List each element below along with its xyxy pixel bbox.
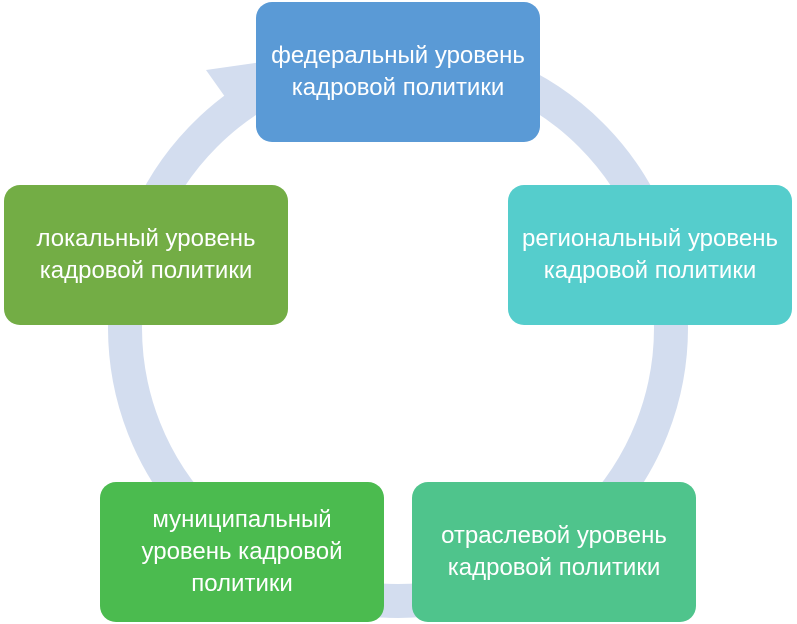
node-municipal-level: муниципальный уровень кадровой политики <box>100 482 384 622</box>
node-federal-level: федеральный уровень кадровой политики <box>256 2 540 142</box>
node-municipal-label: муниципальный уровень кадровой политики <box>141 506 343 597</box>
node-local-label: локальный уровень кадровой политики <box>36 225 256 284</box>
node-regional-level: региональный уровень кадровой политики <box>508 185 792 325</box>
node-regional-label: региональный уровень кадровой политики <box>522 225 778 284</box>
node-local-level: локальный уровень кадровой политики <box>4 185 288 325</box>
node-sectoral-label: отраслевой уровень кадровой политики <box>441 522 667 581</box>
node-federal-label: федеральный уровень кадровой политики <box>271 42 525 101</box>
node-sectoral-level: отраслевой уровень кадровой политики <box>412 482 696 622</box>
cycle-arrowhead <box>206 62 262 118</box>
